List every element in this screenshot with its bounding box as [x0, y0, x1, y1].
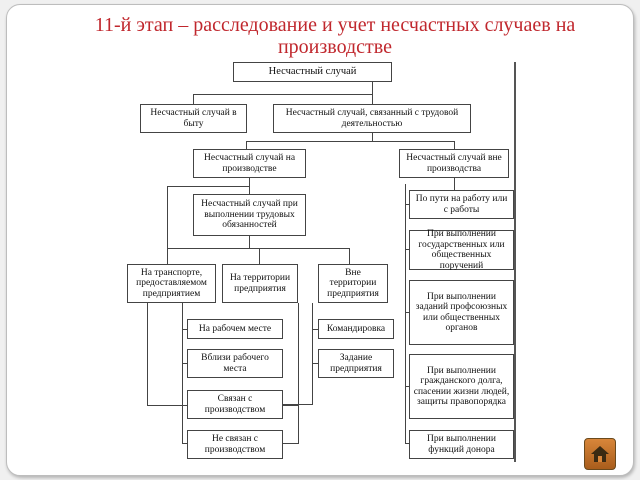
connector [283, 404, 313, 405]
node-workplace: На рабочем месте [187, 319, 283, 339]
node-outside-territory: Вне территории предприятия [318, 264, 388, 303]
node-not-production-related: Не связан с производством [187, 430, 283, 459]
node-duties: Несчастный случай при выполнении трудовы… [193, 194, 306, 236]
slide-title: 11-й этап – расследование и учет несчаст… [94, 14, 576, 58]
connector [298, 303, 299, 443]
node-root: Несчастный случай [233, 62, 392, 82]
connector [454, 141, 455, 149]
node-company-task: Задание предприятия [318, 349, 394, 378]
connector [454, 178, 455, 192]
connector [182, 443, 187, 444]
node-transport: На транспорте, предоставляемом предприят… [127, 264, 216, 303]
connector [167, 248, 350, 249]
connector [405, 204, 409, 205]
slide [6, 4, 634, 476]
node-union-tasks: При выполнении заданий профсоюзных или о… [409, 280, 514, 345]
connector [167, 186, 168, 264]
connector [249, 236, 250, 248]
connector [147, 405, 187, 406]
connector [182, 303, 183, 443]
connector [193, 94, 373, 95]
connector [182, 329, 187, 330]
node-business-trip: Командировка [318, 319, 394, 339]
connector [283, 443, 299, 444]
connector [259, 248, 260, 264]
connector [312, 363, 318, 364]
connector [246, 141, 247, 149]
node-territory: На территории предприятия [222, 264, 298, 303]
connector [405, 312, 409, 313]
connector [182, 363, 187, 364]
connector [312, 303, 313, 404]
node-commute: По пути на работу или с работы [409, 190, 514, 219]
connector [246, 141, 455, 142]
connector [349, 248, 350, 264]
node-production-related: Связан с производством [187, 390, 283, 419]
node-domestic: Несчастный случай в быту [140, 104, 247, 133]
connector [372, 133, 373, 141]
connector [405, 386, 409, 387]
node-donor: При выполнении функций донора [409, 430, 514, 459]
connector [405, 249, 409, 250]
connector [167, 186, 249, 187]
node-near-workplace: Вблизи рабочего места [187, 349, 283, 378]
connector [372, 82, 373, 104]
connector [405, 443, 409, 444]
node-at-production: Несчастный случай на производстве [193, 149, 306, 178]
connector [249, 178, 250, 194]
node-work-related: Несчастный случай, связанный с трудовой … [273, 104, 471, 133]
connector [405, 184, 406, 444]
connector [193, 94, 194, 104]
connector [147, 303, 148, 405]
home-icon [591, 446, 609, 462]
node-outside-production: Несчастный случай вне производства [399, 149, 509, 178]
node-state-duties: При выполнении государственных или общес… [409, 229, 514, 271]
home-button[interactable] [584, 438, 616, 470]
connector [283, 405, 299, 406]
divider-line [514, 62, 516, 462]
connector [312, 329, 318, 330]
node-civic-duty: При выполнении гражданского долга, спасе… [409, 354, 514, 419]
